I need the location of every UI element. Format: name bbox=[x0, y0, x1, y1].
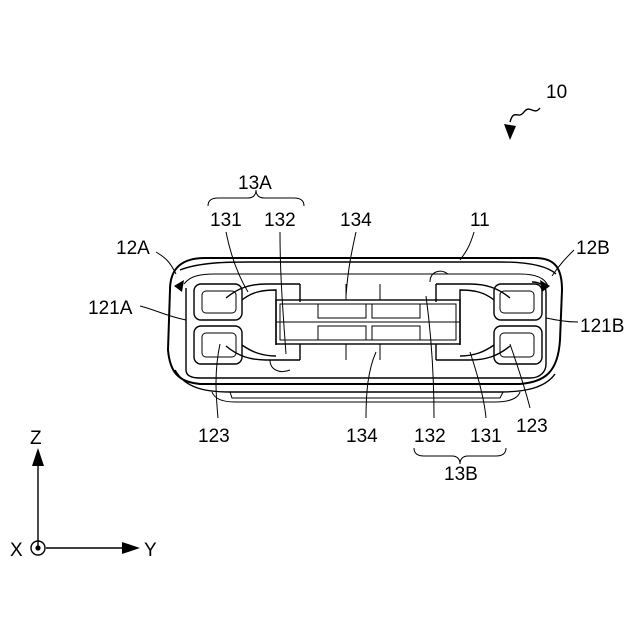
axis-label-x: X bbox=[10, 540, 23, 561]
label-134-top: 134 bbox=[340, 210, 372, 231]
leader-lines bbox=[140, 108, 578, 464]
label-132-top: 132 bbox=[264, 210, 296, 231]
label-134-bottom: 134 bbox=[346, 426, 378, 447]
axis-label-z: Z bbox=[30, 428, 42, 449]
axis-label-y: Y bbox=[144, 540, 157, 561]
label-12B: 12B bbox=[576, 238, 610, 259]
label-121A: 121A bbox=[88, 298, 133, 319]
z-arrow-icon bbox=[32, 448, 44, 466]
coordinate-axes: Z X Y bbox=[10, 428, 157, 561]
label-13B: 13B bbox=[444, 464, 478, 485]
device-body bbox=[168, 258, 562, 402]
label-123-left: 123 bbox=[198, 426, 230, 447]
center-contact-assembly bbox=[270, 271, 460, 371]
label-10: 10 bbox=[546, 82, 567, 103]
label-132-bottom: 132 bbox=[414, 426, 446, 447]
y-arrow-icon bbox=[122, 542, 140, 554]
label-121B: 121B bbox=[580, 316, 624, 337]
label-12A: 12A bbox=[116, 238, 150, 259]
label-13A: 13A bbox=[238, 173, 272, 194]
label-131-bottom: 131 bbox=[470, 426, 502, 447]
label-131-top: 131 bbox=[210, 210, 242, 231]
label-11: 11 bbox=[470, 210, 490, 231]
label-123-right: 123 bbox=[516, 416, 548, 437]
